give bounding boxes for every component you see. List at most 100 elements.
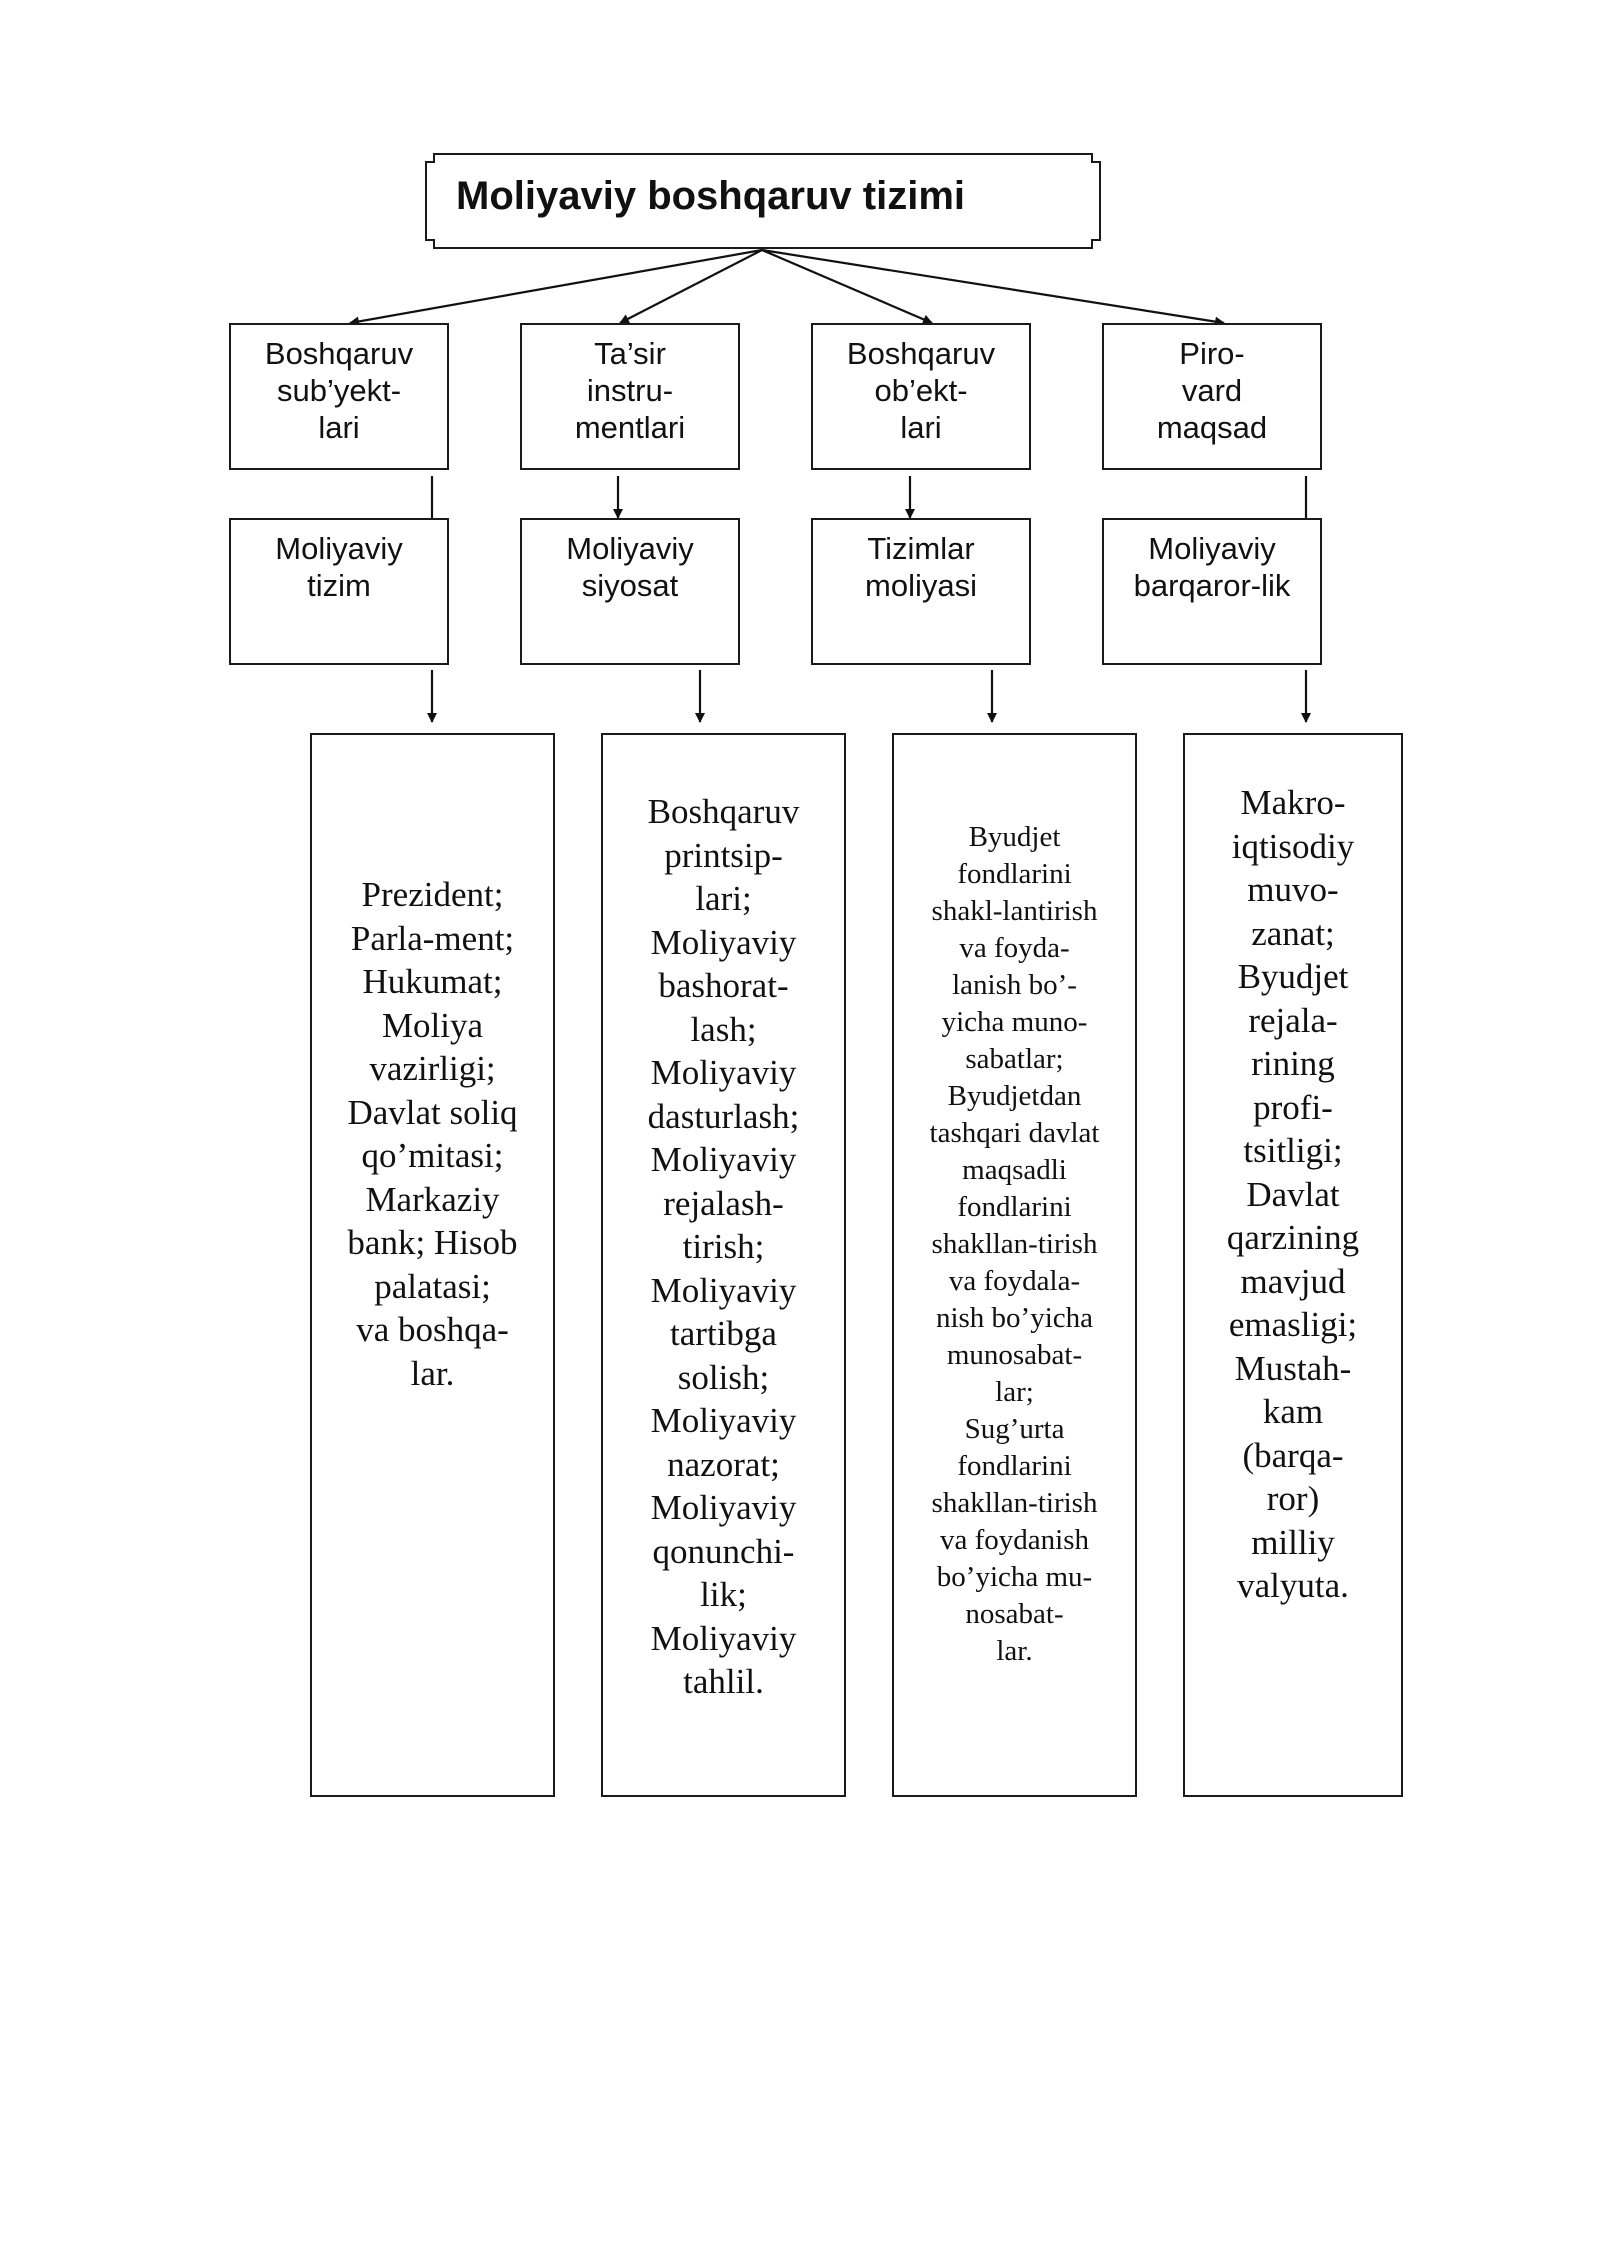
list-line: Davlat — [1246, 1174, 1340, 1214]
list-line: lar. — [410, 1353, 455, 1393]
list-line: bo’yicha mu- — [936, 1561, 1093, 1593]
list-line: Parla-ment; — [350, 918, 515, 958]
list-line: Moliyaviy — [650, 1488, 797, 1527]
title-frame-shape — [425, 153, 1101, 249]
box-text-line: Boshqaruv — [264, 336, 414, 371]
box-subjects: Boshqaruv sub’yekt- lari — [229, 323, 449, 470]
box-text-line: lari — [900, 410, 942, 445]
list-line: Markaziy — [365, 1179, 500, 1219]
arrow-title-to-instruments — [619, 249, 763, 324]
list-line: sabatlar; — [965, 1043, 1064, 1075]
list-line: va boshqa- — [356, 1310, 509, 1349]
box-objects: Boshqaruv ob’ekt- lari — [811, 323, 1031, 470]
list-line: tahlil. — [683, 1662, 764, 1701]
list-line: nosabat- — [965, 1598, 1064, 1630]
box-text-line: mentlari — [574, 410, 686, 445]
list-line: tirish; — [682, 1227, 765, 1266]
list-line: Byudjetdan — [947, 1080, 1082, 1112]
list-line: Boshqaruv — [647, 792, 800, 831]
list-line: va foyda- — [959, 932, 1070, 964]
list-line: bank; Hisob — [347, 1223, 518, 1262]
list-line: dasturlash; — [647, 1096, 800, 1136]
diagram-title: Moliyaviy boshqaruv tizimi — [456, 174, 966, 218]
list-line: kam — [1262, 1392, 1324, 1431]
list-line: Prezident; — [361, 875, 504, 914]
box-text-line: Tizimlar — [867, 531, 975, 566]
box-instruments: Ta’sir instru- mentlari — [520, 323, 740, 470]
box-text-line: tizim — [307, 568, 371, 603]
list-line: solish; — [677, 1357, 770, 1397]
arrow-title-to-subjects — [349, 248, 763, 327]
list-line: lar; — [995, 1376, 1034, 1408]
list-line: shakl-lantirish — [931, 895, 1098, 927]
list-content: Prezident; Parla-ment; Hukumat; Moliya v… — [312, 873, 553, 1395]
list-content: Makro- iqtisodiy muvo- zanat; Byudjet re… — [1185, 781, 1401, 1608]
list-line: lari; — [695, 879, 752, 918]
box-text-line: barqaror-lik — [1133, 568, 1291, 603]
list-line: Moliyaviy — [650, 1053, 797, 1092]
list-line: tartibga — [670, 1314, 777, 1353]
box-text-line: Boshqaruv — [846, 336, 996, 371]
list-line: Hukumat; — [362, 962, 503, 1001]
box-text-line: Ta’sir — [594, 336, 666, 371]
list-line: fondlarini — [957, 858, 1072, 890]
box-text-line: sub’yekt- — [276, 373, 402, 408]
list-content: Byudjet fondlarini shakl-lantirish va fo… — [894, 819, 1135, 1670]
box-financial-stability: Moliyaviy barqaror-lik — [1102, 518, 1322, 665]
box-final-goal: Piro- vard maqsad — [1102, 323, 1322, 470]
list-line: profi- — [1253, 1087, 1333, 1127]
list-line: Sug’urta — [964, 1413, 1065, 1445]
list-line: Moliyaviy — [650, 1140, 797, 1179]
box-text-line: lari — [318, 410, 360, 445]
list-line: muvo- — [1247, 870, 1339, 909]
list-line: mavjud — [1240, 1261, 1346, 1301]
list-line: rining — [1251, 1044, 1335, 1083]
box-text-line: maqsad — [1156, 410, 1268, 445]
list-line: iqtisodiy — [1231, 826, 1355, 866]
list-line: maqsadli — [962, 1154, 1067, 1186]
list-content: Boshqaruv printsip- lari; Moliyaviy bash… — [603, 790, 844, 1704]
list-line: nazorat; — [667, 1444, 780, 1484]
list-line: va foydanish — [940, 1524, 1089, 1556]
list-line: Davlat soliq — [347, 1092, 518, 1132]
arrow-title-to-goal — [761, 248, 1225, 327]
list-line: Byudjet — [968, 821, 1061, 853]
list-line: Moliyaviy — [650, 1270, 797, 1310]
list-line: rejala- — [1248, 1000, 1338, 1040]
list-line: emasligi; — [1228, 1305, 1358, 1344]
box-text-line: vard — [1181, 373, 1243, 408]
list-line: qarzining — [1226, 1218, 1360, 1257]
box-systems-finance: Tizimlar moliyasi — [811, 518, 1031, 665]
list-line: palatasi; — [374, 1266, 491, 1306]
box-text-line: Moliyaviy — [566, 531, 694, 566]
list-line: lik; — [700, 1575, 747, 1614]
list-line: printsip- — [664, 835, 783, 875]
list-objects: Byudjet fondlarini shakl-lantirish va fo… — [892, 733, 1137, 1797]
list-line: lanish bo’- — [952, 969, 1077, 1001]
list-line: Makro- — [1240, 783, 1346, 822]
list-line: zanat; — [1251, 913, 1335, 953]
arrow-title-to-objects — [761, 248, 933, 325]
list-line: Moliyaviy — [650, 1618, 797, 1658]
list-line: lar. — [996, 1635, 1033, 1667]
list-line: Mustah- — [1234, 1348, 1352, 1388]
list-line: valyuta. — [1237, 1566, 1349, 1605]
list-line: fondlarini — [957, 1191, 1072, 1223]
list-subjects: Prezident; Parla-ment; Hukumat; Moliya v… — [310, 733, 555, 1797]
list-final-goal: Makro- iqtisodiy muvo- zanat; Byudjet re… — [1183, 733, 1403, 1797]
box-text-line: Moliyaviy — [1148, 531, 1276, 566]
box-text-line: moliyasi — [865, 568, 977, 603]
list-line: Moliyaviy — [650, 1401, 797, 1440]
box-text-line: Piro- — [1179, 336, 1245, 371]
list-line: bashorat- — [658, 966, 789, 1005]
title-box: Moliyaviy boshqaruv tizimi — [424, 152, 1102, 250]
box-text-line: ob’ekt- — [874, 373, 968, 408]
box-financial-policy: Moliyaviy siyosat — [520, 518, 740, 665]
list-line: qo’mitasi; — [361, 1136, 504, 1175]
list-line: yicha muno- — [941, 1006, 1088, 1038]
box-financial-system: Moliyaviy tizim — [229, 518, 449, 665]
list-instruments: Boshqaruv printsip- lari; Moliyaviy bash… — [601, 733, 846, 1797]
list-line: tashqari davlat — [929, 1117, 1100, 1149]
